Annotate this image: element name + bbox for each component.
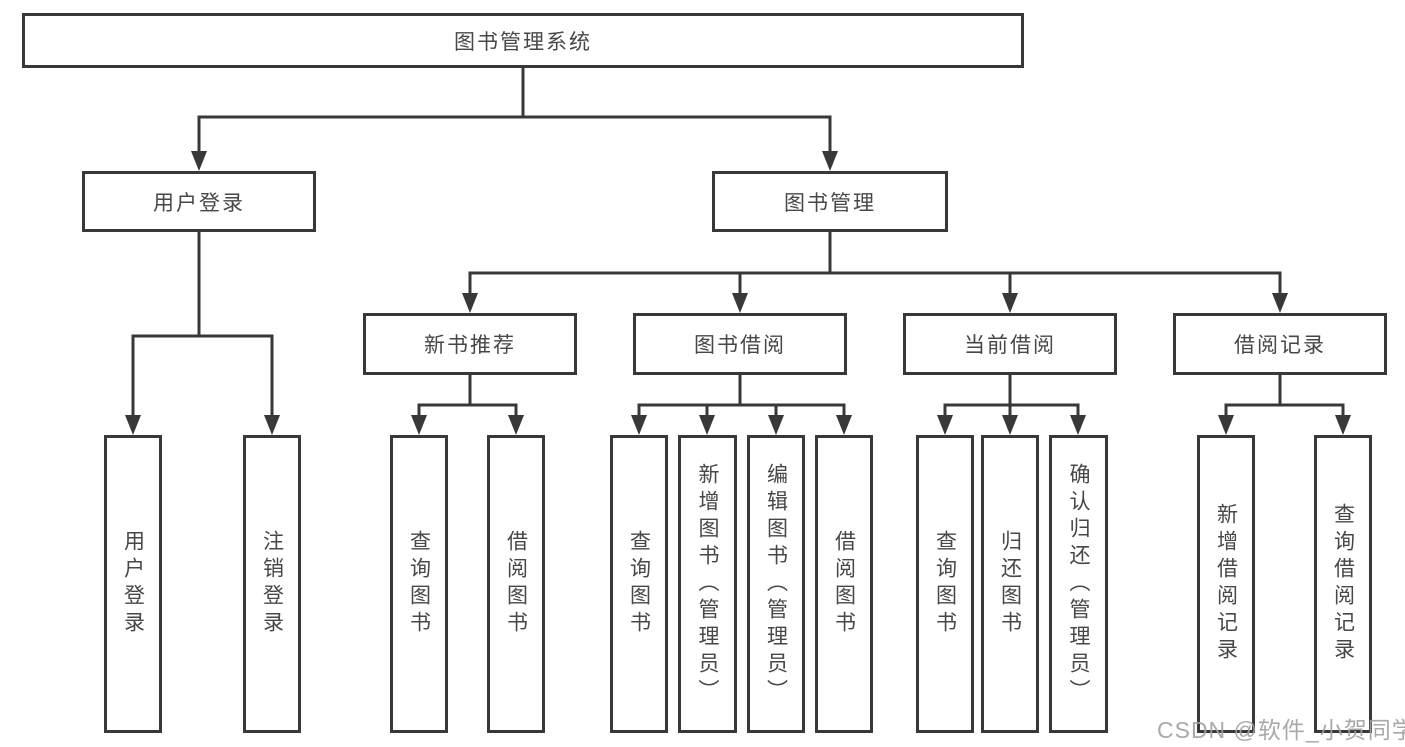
node-new-book-recommendation: 新书推荐 xyxy=(363,313,577,375)
node-label: 借阅图书 xyxy=(504,530,528,638)
node-label: 图书管理 xyxy=(784,191,876,215)
node-book-management-branch: 图书管理 xyxy=(712,171,948,232)
node-current-borrowing: 当前借阅 xyxy=(903,313,1117,375)
node-label: 新增图书（管理员） xyxy=(696,462,719,706)
node-label: 当前借阅 xyxy=(964,334,1056,357)
leaf-edit-books-admin: 编辑图书（管理员） xyxy=(747,435,805,733)
leaf-confirm-return-admin: 确认归还（管理员） xyxy=(1049,435,1108,733)
leaf-add-borrow-record: 新增借阅记录 xyxy=(1197,435,1255,733)
leaf-borrow-books: 借阅图书 xyxy=(815,435,873,733)
node-label: 用户登录 xyxy=(121,530,145,638)
node-label: 新书推荐 xyxy=(424,334,516,357)
node-label: 用户登录 xyxy=(153,191,245,215)
node-label: 注销登录 xyxy=(260,530,284,638)
node-label: 图书借阅 xyxy=(694,334,786,357)
node-label: 新增借阅记录 xyxy=(1214,503,1238,665)
arrowheads xyxy=(125,151,1351,435)
node-book-borrowing: 图书借阅 xyxy=(633,313,847,375)
csdn-watermark: CSDN @软件_小贺同学 xyxy=(1157,717,1405,743)
node-borrowing-records: 借阅记录 xyxy=(1173,313,1387,375)
node-label: 查询借阅记录 xyxy=(1331,503,1355,665)
node-label: 图书管理系统 xyxy=(454,30,592,54)
leaf-query-books-borrow: 查询图书 xyxy=(610,435,668,733)
node-label: 借阅记录 xyxy=(1234,334,1326,357)
leaf-return-books: 归还图书 xyxy=(981,435,1039,733)
leaf-query-borrow-record: 查询借阅记录 xyxy=(1314,435,1372,733)
node-label: 编辑图书（管理员） xyxy=(764,462,788,706)
node-label: 归还图书 xyxy=(998,530,1022,638)
leaf-logout: 注销登录 xyxy=(243,435,301,733)
node-label: 借阅图书 xyxy=(832,530,856,638)
node-label: 查询图书 xyxy=(627,530,651,638)
leaf-query-books-current: 查询图书 xyxy=(916,435,974,733)
leaf-borrow-books-recommend: 借阅图书 xyxy=(487,435,545,733)
leaf-user-login: 用户登录 xyxy=(104,435,162,733)
leaf-query-books-recommend: 查询图书 xyxy=(390,435,448,733)
leaf-add-books-admin: 新增图书（管理员） xyxy=(678,435,737,733)
node-library-management-system: 图书管理系统 xyxy=(22,13,1024,68)
node-label: 查询图书 xyxy=(933,530,957,638)
node-label: 查询图书 xyxy=(407,530,431,638)
node-user-login-branch: 用户登录 xyxy=(82,171,316,232)
node-label: 确认归还（管理员） xyxy=(1067,462,1090,706)
